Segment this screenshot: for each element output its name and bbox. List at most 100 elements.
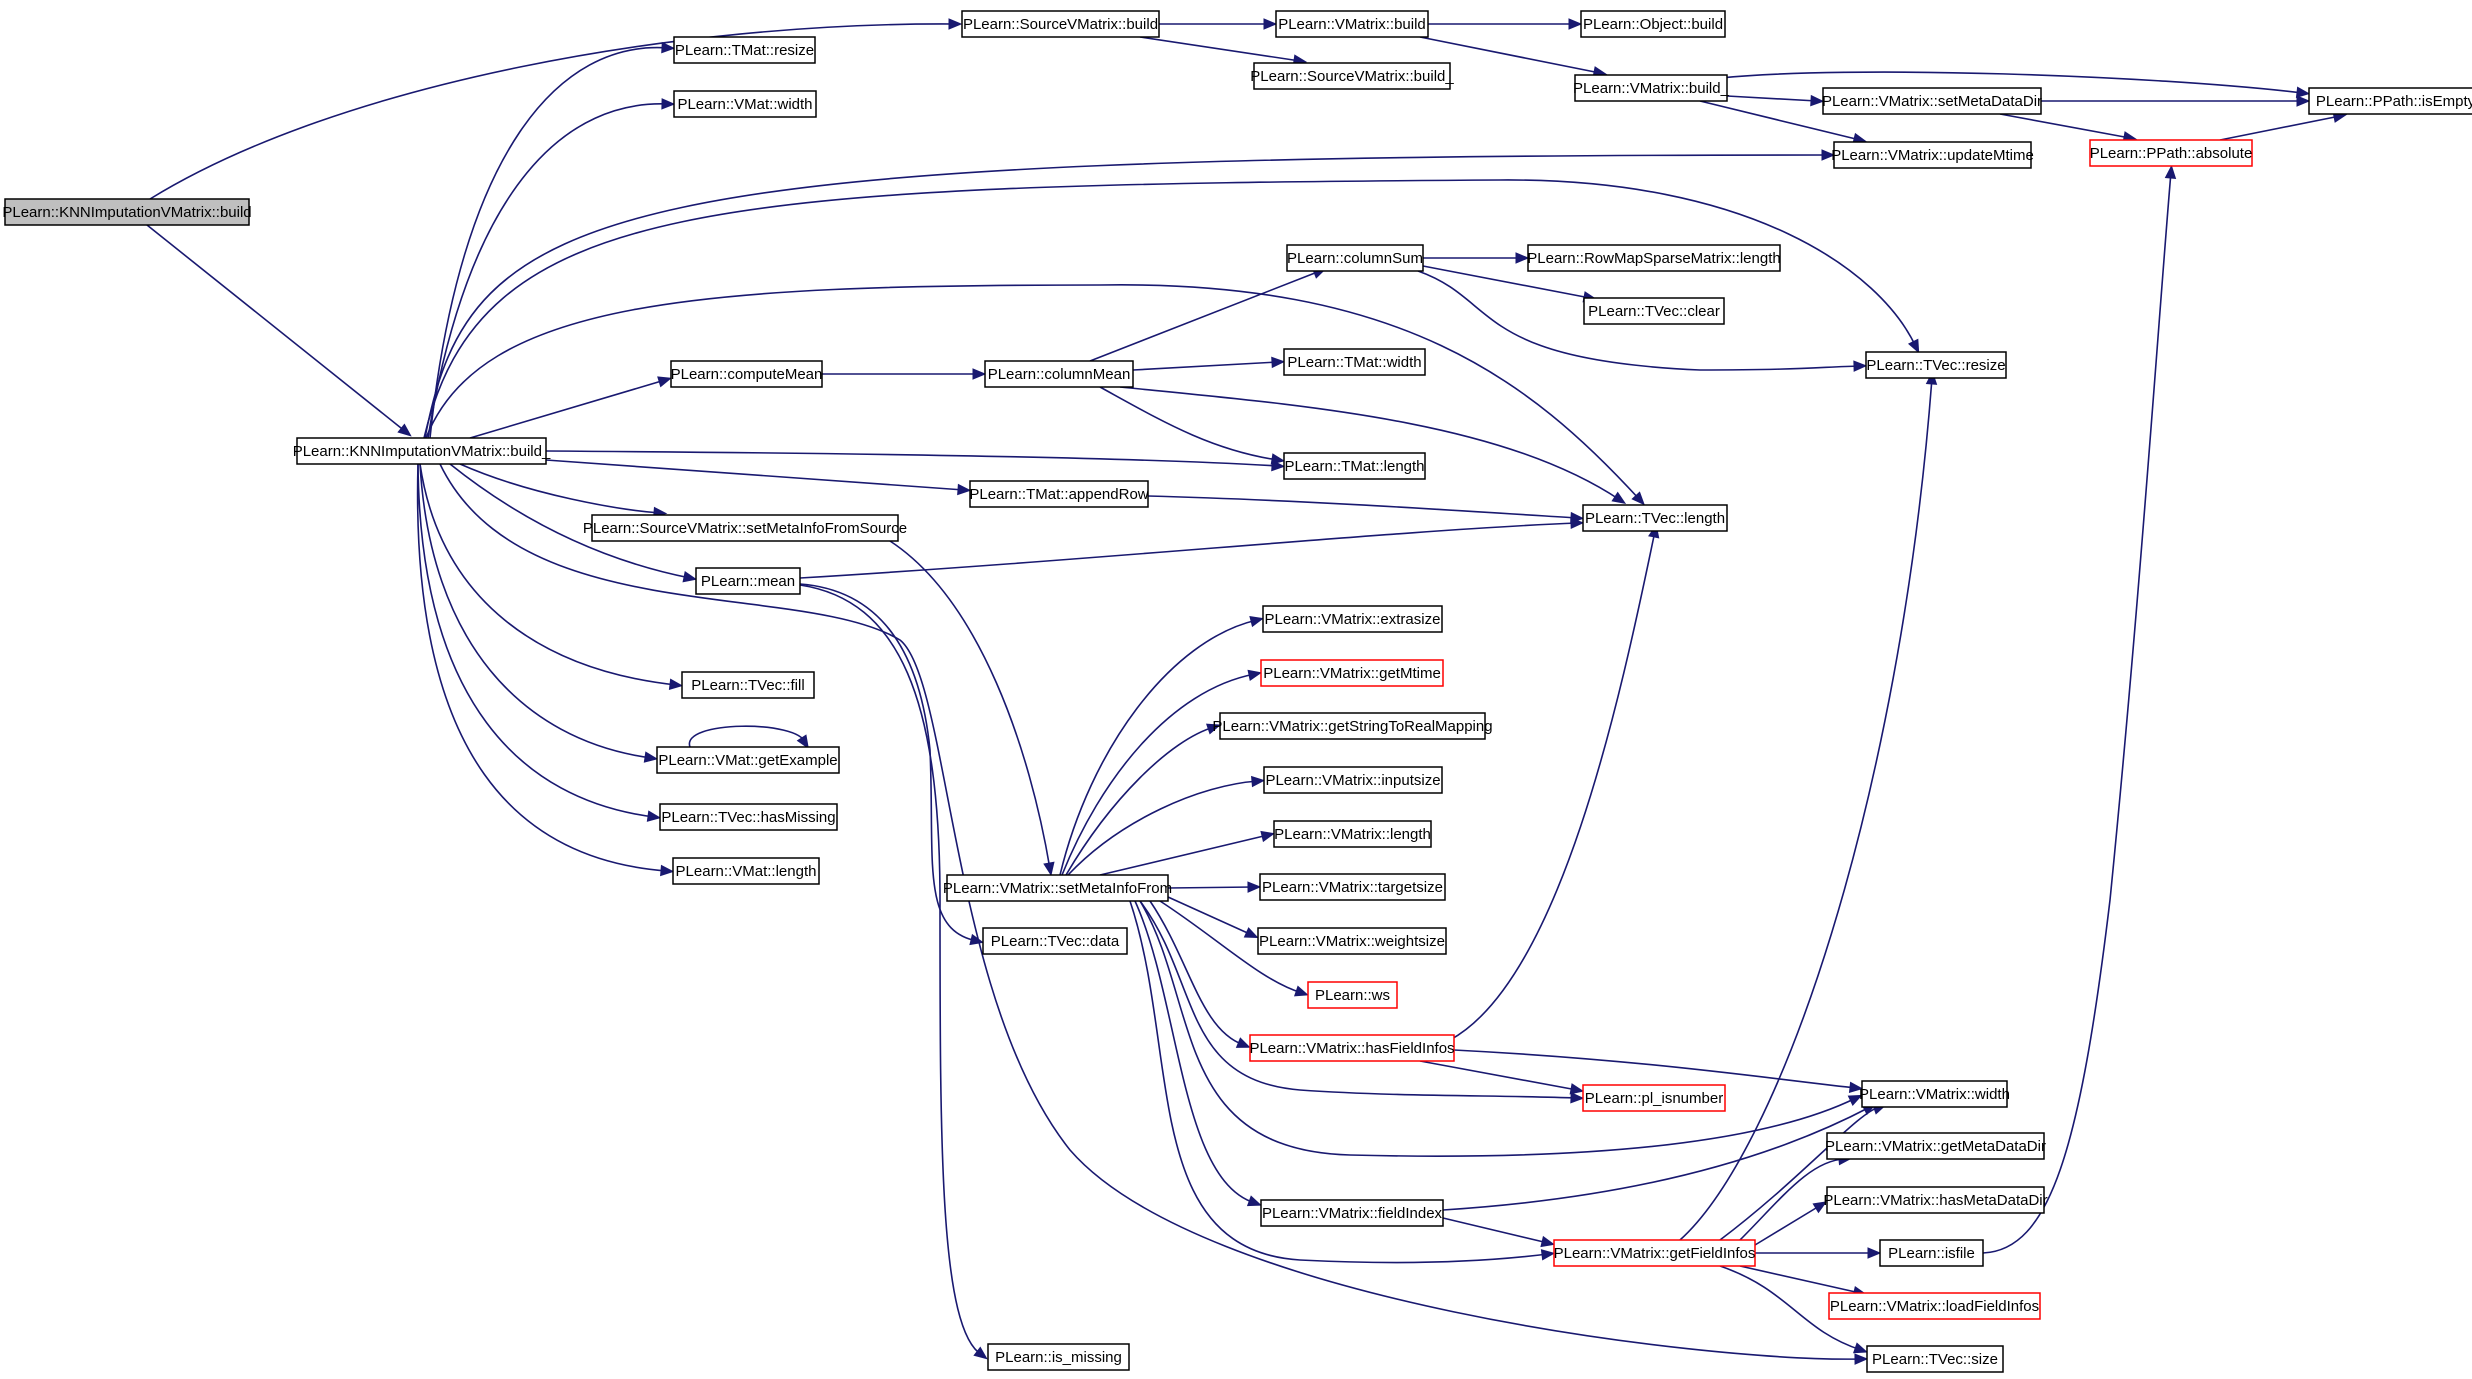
edge-arrowhead xyxy=(643,751,659,763)
node-box xyxy=(1826,1132,2045,1160)
edge-setmetadatadir-to-isempty xyxy=(2041,95,2311,107)
edge-hasfieldinfos-to-pl_isnumber xyxy=(1419,1060,1585,1095)
edge-line xyxy=(799,584,983,1356)
node-ws[interactable]: PLearn::ws xyxy=(1307,981,1398,1009)
edge-arrowhead xyxy=(2296,95,2311,107)
node-box xyxy=(2308,87,2472,115)
edge-arrowhead xyxy=(1848,1081,1864,1094)
node-box xyxy=(670,360,823,388)
node-tvec-fill[interactable]: PLearn::TVec::fill xyxy=(681,671,815,699)
node-vm-length[interactable]: PLearn::VMatrix::length xyxy=(1273,820,1432,848)
node-label: PLearn::VMat::getExample xyxy=(658,752,837,769)
node-tvec-resize[interactable]: PLearn::TVec::resize xyxy=(1865,351,2007,379)
edge-columnmean-to-columnsum xyxy=(1089,268,1327,362)
node-updatemtime[interactable]: PLearn::VMatrix::updateMtime xyxy=(1831,141,2034,169)
node-setmetainfofromsource[interactable]: PLearn::SourceVMatrix::setMetaInfoFromSo… xyxy=(583,514,907,542)
node-vm-build-[interactable]: PLearn::VMatrix::build_ xyxy=(1573,74,1730,102)
node-tvec-clear[interactable]: PLearn::TVec::clear xyxy=(1583,297,1725,325)
node-svm-build[interactable]: PLearn::SourceVMatrix::build xyxy=(961,10,1160,38)
node-getmtime[interactable]: PLearn::VMatrix::getMtime xyxy=(1260,659,1444,687)
node-getstr[interactable]: PLearn::VMatrix::getStringToRealMapping xyxy=(1212,712,1493,740)
node-tvec-size[interactable]: PLearn::TVec::size xyxy=(1866,1345,2004,1373)
edge-knn_build_-to-tvec_fill xyxy=(419,463,684,690)
edge-line xyxy=(1442,1106,1871,1211)
node-vm-width[interactable]: PLearn::VMatrix::width xyxy=(1859,1080,2010,1108)
node-label: PLearn::KNNImputationVMatrix::build_ xyxy=(293,443,551,460)
node-absolute[interactable]: PLearn::PPath::absolute xyxy=(2089,139,2253,167)
node-rowmap-length[interactable]: PLearn::RowMapSparseMatrix::length xyxy=(1527,244,1781,272)
edge-arrowhead xyxy=(1293,985,1309,997)
edge-line xyxy=(1099,386,1279,461)
edge-getexample-to-getexample xyxy=(688,725,809,750)
node-tvec-length[interactable]: PLearn::TVec::length xyxy=(1582,504,1728,532)
edge-layer xyxy=(146,18,2348,1365)
node-appendrow[interactable]: PLearn::TMat::appendRow xyxy=(969,480,1149,508)
edge-line xyxy=(1159,900,1303,994)
edge-line xyxy=(1739,1158,1846,1241)
node-label: PLearn::VMatrix::getMetaDataDir xyxy=(1825,1138,2046,1155)
node-columnsum[interactable]: PLearn::columnSum xyxy=(1286,244,1424,272)
node-box xyxy=(1828,1292,2041,1320)
edge-line xyxy=(1422,265,1591,299)
node-box xyxy=(1260,659,1444,687)
edge-mean-to-tvec_data xyxy=(799,583,985,946)
node-setmetadatadir[interactable]: PLearn::VMatrix::setMetaDataDir xyxy=(1822,87,2042,115)
node-isfile[interactable]: PLearn::isfile xyxy=(1879,1239,1984,1267)
node-vm-build[interactable]: PLearn::VMatrix::build xyxy=(1275,10,1429,38)
node-columnmean[interactable]: PLearn::columnMean xyxy=(984,360,1134,388)
node-hasmissing[interactable]: PLearn::TVec::hasMissing xyxy=(659,803,838,831)
node-knn-build-[interactable]: PLearn::KNNImputationVMatrix::build_ xyxy=(293,437,551,465)
node-knn-build[interactable]: PLearn::KNNImputationVMatrix::build xyxy=(2,198,252,226)
edge-arrowhead xyxy=(972,368,987,380)
node-weightsize[interactable]: PLearn::VMatrix::weightsize xyxy=(1257,927,1447,955)
node-targetsize[interactable]: PLearn::VMatrix::targetsize xyxy=(1259,873,1446,901)
node-label: PLearn::PPath::isEmpty xyxy=(2316,93,2472,110)
node-isempty[interactable]: PLearn::PPath::isEmpty xyxy=(2308,87,2472,115)
edge-setmetainfofrom-to-getfieldinfos xyxy=(1129,900,1556,1264)
node-label: PLearn::SourceVMatrix::setMetaInfoFromSo… xyxy=(583,520,907,537)
node-setmetainfofrom[interactable]: PLearn::VMatrix::setMetaInfoFrom xyxy=(943,874,1172,902)
node-loadfieldinfos[interactable]: PLearn::VMatrix::loadFieldInfos xyxy=(1828,1292,2041,1320)
node-getmetadatadir[interactable]: PLearn::VMatrix::getMetaDataDir xyxy=(1825,1132,2046,1160)
node-hasfieldinfos[interactable]: PLearn::VMatrix::hasFieldInfos xyxy=(1249,1034,1455,1062)
edge-arrowhead xyxy=(657,376,672,388)
node-fieldindex[interactable]: PLearn::VMatrix::fieldIndex xyxy=(1260,1199,1444,1227)
edge-arrowhead xyxy=(973,1346,988,1360)
node-label: PLearn::VMatrix::fieldIndex xyxy=(1262,1205,1443,1222)
edge-knn_build_-to-tmat_resize xyxy=(429,41,676,439)
edge-vm_build_-to-setmetadatadir xyxy=(1726,94,1825,107)
node-vmat-width[interactable]: PLearn::VMat::width xyxy=(673,90,817,118)
node-box xyxy=(1253,62,1451,90)
node-hasmetadatadir[interactable]: PLearn::VMatrix::hasMetaDataDir xyxy=(1823,1186,2048,1214)
node-vmat-length[interactable]: PLearn::VMat::length xyxy=(672,857,820,885)
edge-getfieldinfos-to-isfile xyxy=(1755,1247,1882,1259)
node-extrasize[interactable]: PLearn::VMatrix::extrasize xyxy=(1262,605,1443,633)
node-tmat-width[interactable]: PLearn::TMat::width xyxy=(1283,348,1426,376)
edge-arrowhead xyxy=(1570,1092,1585,1104)
node-box xyxy=(1879,1239,1984,1267)
node-tmat-length[interactable]: PLearn::TMat::length xyxy=(1283,452,1426,480)
node-obj-build[interactable]: PLearn::Object::build xyxy=(1580,10,1726,38)
edge-setmetainfofrom-to-pl_isnumber xyxy=(1139,900,1585,1104)
node-svm-build-[interactable]: PLearn::SourceVMatrix::build_ xyxy=(1250,62,1454,90)
node-label: PLearn::VMatrix::loadFieldInfos xyxy=(1830,1298,2039,1315)
node-is-missing[interactable]: PLearn::is_missing xyxy=(987,1343,1130,1371)
node-tmat-resize[interactable]: PLearn::TMat::resize xyxy=(673,36,816,64)
node-box xyxy=(969,480,1149,508)
node-label: PLearn::mean xyxy=(701,573,795,590)
node-computemean[interactable]: PLearn::computeMean xyxy=(670,360,823,388)
node-pl-isnumber[interactable]: PLearn::pl_isnumber xyxy=(1582,1084,1726,1112)
edge-setmetainfofrom-to-ws xyxy=(1159,900,1309,997)
node-label: PLearn::VMatrix::getMtime xyxy=(1263,665,1441,682)
node-tvec-data[interactable]: PLearn::TVec::data xyxy=(982,927,1128,955)
node-getfieldinfos[interactable]: PLearn::VMatrix::getFieldInfos xyxy=(1553,1239,1756,1267)
edge-arrowhead xyxy=(1260,830,1276,843)
node-mean[interactable]: PLearn::mean xyxy=(695,567,801,595)
node-inputsize[interactable]: PLearn::VMatrix::inputsize xyxy=(1263,766,1443,794)
edge-vm_build_-to-updatemtime xyxy=(1699,100,1868,145)
node-getexample[interactable]: PLearn::VMat::getExample xyxy=(656,746,840,774)
edge-arrowhead xyxy=(1235,1037,1251,1048)
edge-arrowhead xyxy=(1853,360,1868,372)
edge-setmetainfofromsource-to-setmetainfofrom xyxy=(889,540,1055,877)
edge-line xyxy=(1719,1106,1881,1241)
